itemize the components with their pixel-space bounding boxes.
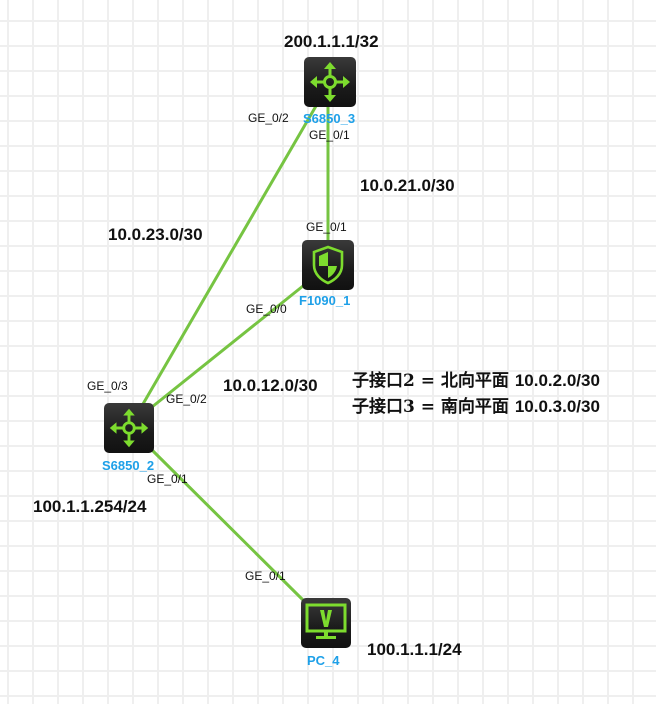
monitor-v-icon [305,603,347,639]
subinterface-note-2: 子接口2 = 北向平面 10.0.2.0/30 [352,366,600,391]
port-label-s6850-3-ge0-1: GE_0/1 [309,128,350,142]
subinterface-note-prefix: 子接口3 = [352,397,435,417]
port-label-f1090-1-ge0-0: GE_0/0 [246,302,287,316]
device-s6850-3[interactable] [304,57,356,107]
device-pc-4[interactable] [301,598,351,648]
router-arrows-icon [109,408,149,448]
address-label-s6850-3-loopback: 200.1.1.1/32 [284,32,379,51]
subinterface-note-3: 子接口3 = 南向平面 10.0.3.0/30 [352,392,600,417]
network-label-10-0-21: 10.0.21.0/30 [360,176,455,195]
subinterface-note-subnet: 10.0.3.0/30 [514,397,600,416]
device-label-pc-4: PC_4 [307,653,340,668]
device-label-s6850-3: S6850_3 [303,111,356,126]
network-label-10-0-12: 10.0.12.0/30 [223,376,318,395]
link-f1090-1-s6850-2[interactable] [151,284,304,409]
port-label-s6850-2-ge0-1: GE_0/1 [147,472,188,486]
subinterface-note-subnet: 10.0.2.0/30 [514,371,600,390]
network-label-10-0-23: 10.0.23.0/30 [108,225,203,244]
router-arrows-icon [310,62,350,102]
port-label-s6850-3-ge0-2: GE_0/2 [248,111,289,125]
port-label-f1090-1-ge0-1: GE_0/1 [306,220,347,234]
link-s6850-2-pc-4[interactable] [150,448,306,603]
port-label-s6850-2-ge0-2: GE_0/2 [166,392,207,406]
link-s6850-3-s6850-2[interactable] [141,105,318,405]
device-f1090-1[interactable] [302,240,354,290]
address-label-s6850-2-lan: 100.1.1.254/24 [33,497,147,516]
port-label-pc-4-ge0-1: GE_0/1 [245,569,286,583]
address-label-pc-4: 100.1.1.1/24 [367,640,462,659]
subinterface-note-plane: 北向平面 [440,371,509,391]
port-label-s6850-2-ge0-3: GE_0/3 [87,379,128,393]
device-label-s6850-2: S6850_2 [102,458,155,473]
shield-firewall-icon [312,245,344,285]
device-s6850-2[interactable] [104,403,154,453]
subinterface-note-plane: 南向平面 [440,397,509,417]
subinterface-note-prefix: 子接口2 = [352,371,435,391]
device-label-f1090-1: F1090_1 [299,293,351,308]
